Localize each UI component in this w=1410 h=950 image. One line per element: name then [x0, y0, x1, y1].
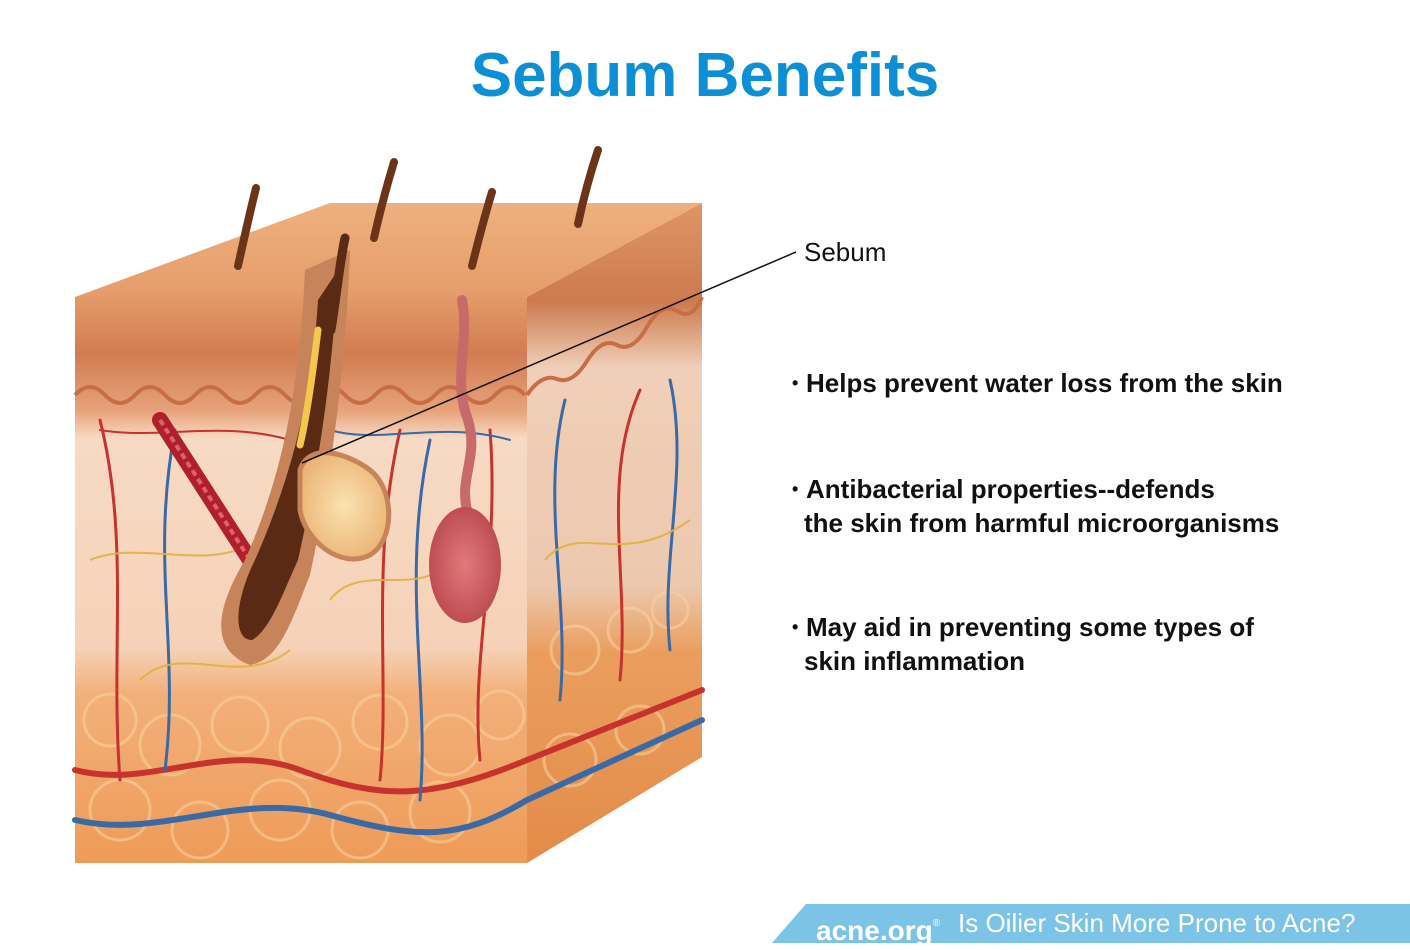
skin-top-surface [75, 203, 702, 297]
sebaceous-gland [296, 326, 392, 562]
benefit-item: •Helps prevent water loss from the skin [792, 368, 1283, 398]
sebum-callout-line [301, 251, 797, 464]
bullet-dot: • [792, 617, 799, 637]
nerve-fibers [89, 519, 691, 681]
arrector-pili-muscle [152, 412, 258, 568]
sweat-gland [429, 295, 501, 623]
benefit-item: •Antibacterial properties--defends the s… [792, 474, 1280, 538]
benefit-item: •May aid in preventing some types of ski… [792, 612, 1254, 676]
brand-logo[interactable]: acne.org® [816, 915, 941, 946]
page-title: Sebum Benefits [470, 41, 940, 110]
footer-caption: Is Oilier Skin More Prone to Acne? [958, 908, 1356, 938]
surface-hairs [234, 146, 602, 270]
skin-side-face [527, 203, 702, 863]
bullet-dot: • [792, 373, 799, 393]
sebum-callout-label: Sebum [804, 237, 887, 267]
footer-banner: acne.org® Is Oilier Skin More Prone to A… [772, 904, 1410, 943]
bullet-dot: • [792, 479, 799, 499]
